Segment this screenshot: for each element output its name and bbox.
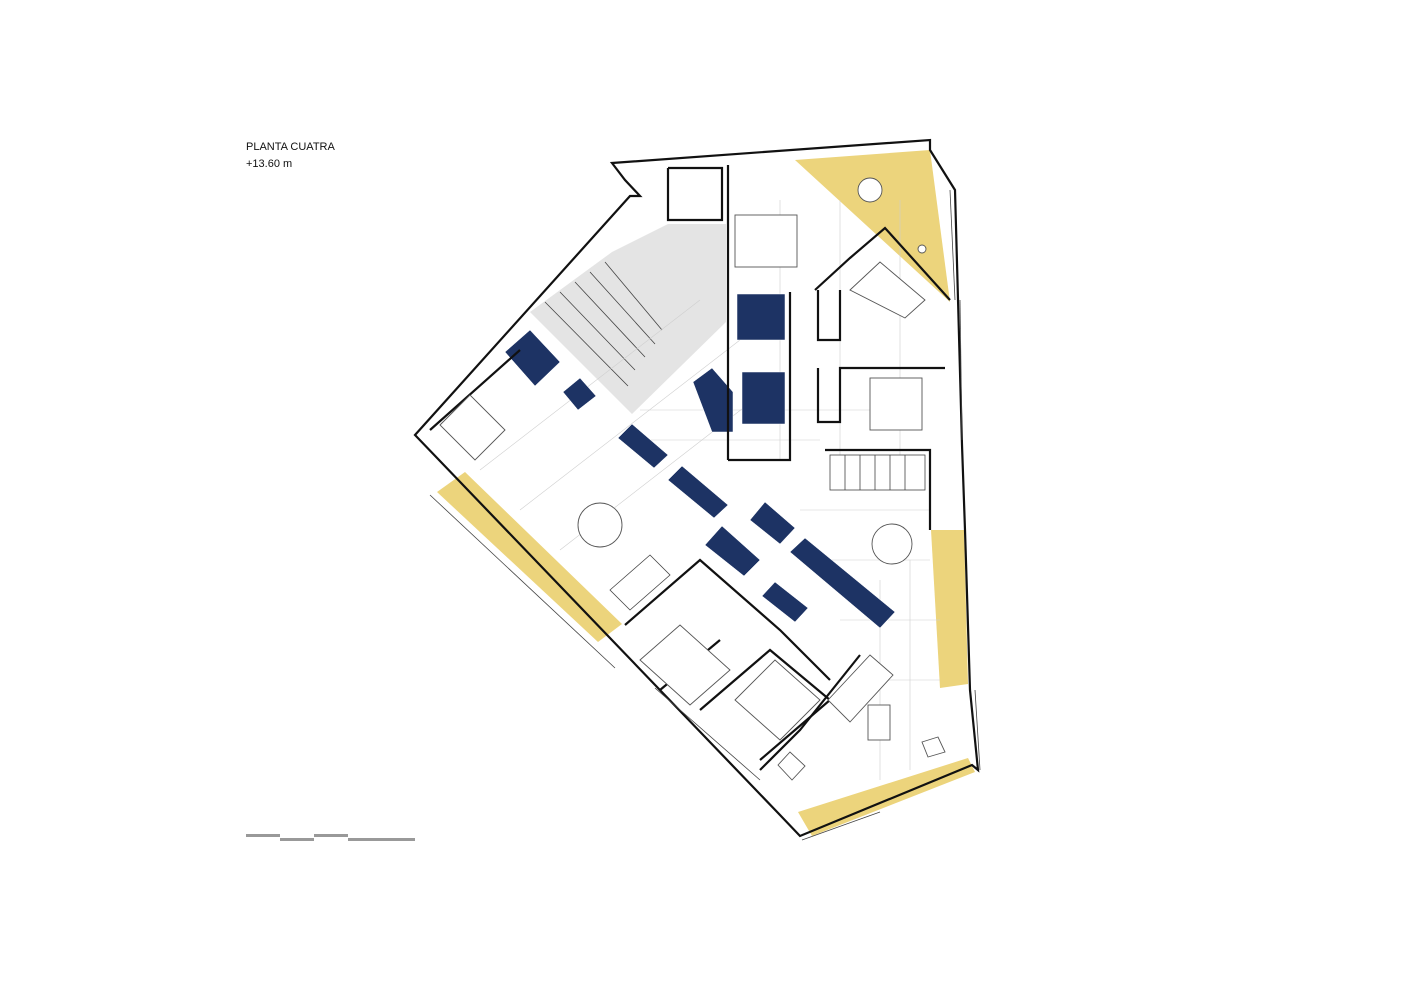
plan-title-block: PLANTA CUATRA +13.60 m [246, 139, 335, 173]
bathroom-left-2 [562, 377, 597, 411]
bathroom-left [504, 329, 561, 387]
furniture [439, 177, 946, 781]
secondary-stair [609, 454, 926, 611]
kitchen-counter-3 [749, 501, 796, 545]
bathroom-top-3 [692, 367, 734, 433]
terraces [437, 150, 975, 836]
bathroom-top-1 [736, 293, 786, 341]
terrace-right [931, 530, 968, 688]
interior-walls [429, 165, 951, 771]
dining-table-right [871, 523, 913, 565]
bed-right [869, 377, 923, 431]
bathroom-lower [761, 581, 809, 623]
bathroom-center [704, 525, 761, 577]
column [917, 244, 927, 254]
terrace-top-right [795, 150, 950, 302]
exterior-wall [413, 138, 980, 838]
coffee-table [867, 704, 891, 741]
sofa [827, 654, 894, 723]
dining-table-left [577, 502, 623, 548]
wet-area-tiles [504, 293, 896, 629]
kitchen-counter-4 [789, 537, 896, 629]
windows [429, 189, 981, 841]
terrace-left [437, 472, 622, 642]
bed-top [734, 214, 798, 268]
stair-treads [544, 261, 663, 387]
bed-left [439, 394, 506, 461]
kitchen-counter-1 [617, 423, 669, 469]
plan-title: PLANTA CUATRA [246, 141, 335, 153]
scale-bar [246, 834, 415, 841]
armchair [777, 751, 806, 781]
kitchen-counter-2 [667, 465, 729, 519]
terrace-bottom [798, 758, 975, 836]
terrace-table [857, 177, 883, 203]
plan-elevation: +13.60 m [246, 158, 293, 170]
armchair-2 [921, 736, 946, 758]
bed-diagonal [849, 261, 926, 319]
bed-lower-1 [639, 624, 731, 706]
bathroom-top-2 [741, 371, 786, 425]
bed-lower-2 [734, 659, 821, 741]
stair-core [530, 224, 726, 414]
